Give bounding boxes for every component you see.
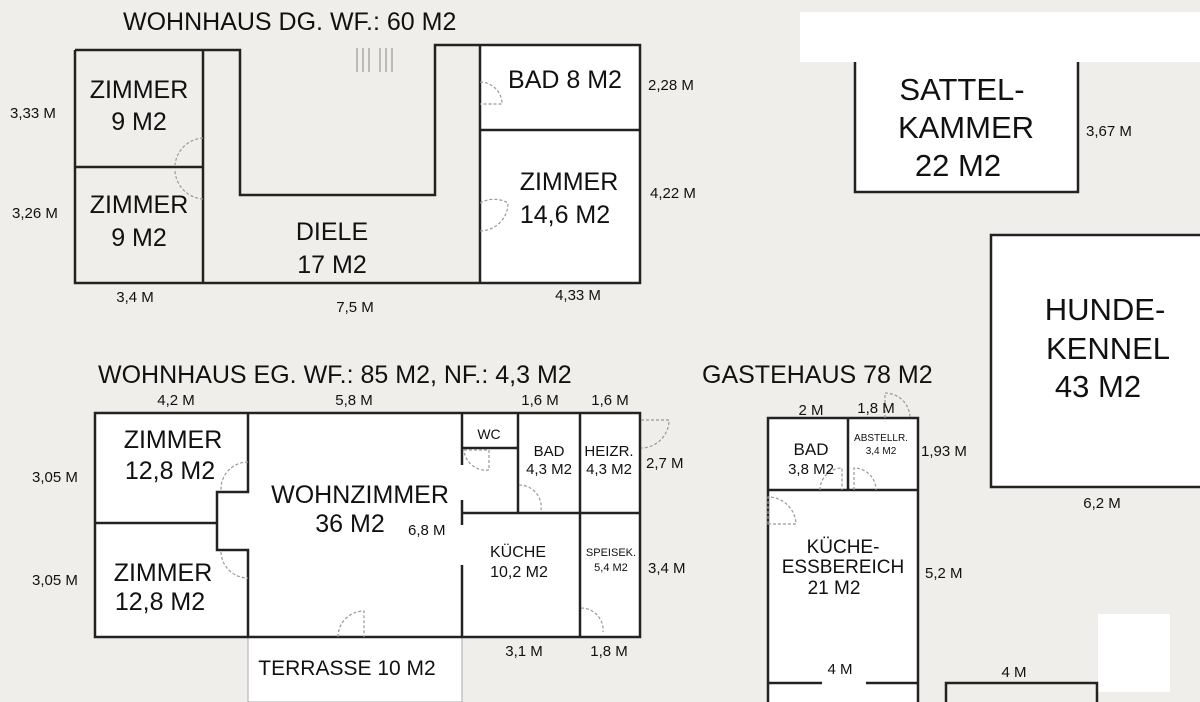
- door-icon[interactable]: [853, 467, 877, 491]
- room-label: HUNDE-: [1045, 292, 1166, 327]
- room-label: ZIMMER: [90, 191, 189, 219]
- room-label: BAD: [534, 443, 565, 460]
- dimension-label: 6,8 M: [408, 522, 446, 539]
- door-icon[interactable]: [884, 392, 911, 419]
- hundekennel: HUNDE- KENNEL 43 M2 6,2 M: [989, 233, 1200, 512]
- room-area: 4,3 M2: [526, 461, 572, 478]
- room-label: ESSBEREICH: [782, 557, 904, 578]
- room-label: BAD 8 M2: [508, 66, 622, 94]
- sattelkammer: SATTEL- KAMMER 22 M2 3,67 M: [853, 62, 1132, 194]
- room-area: 14,6 M2: [520, 201, 610, 229]
- door-icon[interactable]: [174, 170, 204, 200]
- room-area: 17 M2: [297, 251, 366, 279]
- dimension-label: 7,5 M: [336, 299, 374, 316]
- room-label: BAD: [794, 440, 829, 459]
- room-label: DIELE: [296, 218, 368, 246]
- door-icon[interactable]: [220, 551, 249, 579]
- dimension-label: 6,2 M: [1083, 495, 1121, 512]
- room-area: 3,4 M2: [866, 446, 897, 457]
- door-icon[interactable]: [337, 610, 365, 638]
- room-label: KAMMER: [898, 110, 1034, 145]
- room-area: 43 M2: [1055, 369, 1141, 404]
- room-label: KÜCHE: [490, 543, 546, 561]
- dimension-label: 3,4 M: [648, 560, 686, 577]
- room-label: WC: [477, 426, 500, 442]
- dimension-label: 3,33 M: [10, 105, 56, 122]
- dimension-label: 4,33 M: [555, 287, 601, 304]
- room-area: 3,8 M2: [788, 461, 834, 478]
- dimension-label: 4,22 M: [650, 185, 696, 202]
- room-label: ZIMMER: [114, 559, 213, 587]
- room-label: ZIMMER: [90, 76, 189, 104]
- dimension-label: 1,6 M: [591, 392, 629, 409]
- room-label: TERRASSE 10 M2: [258, 657, 435, 680]
- room-area: 4,3 M2: [586, 461, 632, 478]
- room-area: 12,8 M2: [115, 588, 205, 616]
- door-icon[interactable]: [463, 449, 490, 471]
- dimension-label: 2,7 M: [646, 455, 684, 472]
- room-area: 5,4 M2: [594, 562, 628, 574]
- dimension-label: 4 M: [1001, 664, 1026, 681]
- dimension-label: 1,8 M: [857, 400, 895, 417]
- dimension-label: 5,8 M: [335, 392, 373, 409]
- room-area: 10,2 M2: [490, 564, 548, 581]
- door-icon[interactable]: [640, 419, 670, 449]
- dimension-label: 1,8 M: [590, 643, 628, 660]
- room-area: 9 M2: [111, 224, 167, 252]
- door-icon[interactable]: [479, 198, 509, 232]
- blank-patch: [800, 12, 1200, 62]
- room-area: 36 M2: [315, 510, 384, 538]
- dg-title: WOHNHAUS DG. WF.: 60 M2: [123, 8, 456, 36]
- dimension-label: 1,93 M: [921, 443, 967, 460]
- dimension-label: 4,2 M: [157, 392, 195, 409]
- gaestehaus-title: GASTEHAUS 78 M2: [702, 361, 933, 389]
- stairs-icon: [356, 48, 393, 72]
- door-icon[interactable]: [220, 461, 249, 491]
- dimension-label: 5,2 M: [925, 565, 963, 582]
- room-label: SATTEL-: [899, 72, 1024, 107]
- room-label: SPEISEK.: [586, 547, 636, 559]
- room-label: HEIZR.: [584, 443, 633, 460]
- eg-plan: WOHNHAUS EG. WF.: 85 M2, NF.: 4,3 M2 ZIM…: [32, 361, 686, 702]
- gaestehaus-plan: GASTEHAUS 78 M2 BAD 3,8 M2 ABSTELLR. 3,4…: [702, 361, 1099, 702]
- room-area: 9 M2: [111, 108, 167, 136]
- dimension-label: 3,05 M: [32, 469, 78, 486]
- dimension-label: 3,4 M: [116, 289, 154, 306]
- room-label: KENNEL: [1046, 331, 1170, 366]
- dimension-label: 1,6 M: [521, 392, 559, 409]
- dimension-label: 3,67 M: [1086, 123, 1132, 140]
- dimension-label: 4 M: [827, 661, 852, 678]
- room-label: ZIMMER: [124, 426, 223, 454]
- dimension-label: 2 M: [798, 402, 823, 419]
- room-label: ABSTELLR.: [854, 433, 908, 444]
- dg-plan: WOHNHAUS DG. WF.: 60 M2 ZIMMER 9 M2 ZIMM…: [10, 8, 696, 316]
- door-icon[interactable]: [580, 607, 604, 633]
- door-icon[interactable]: [174, 137, 204, 166]
- dimension-label: 3,26 M: [12, 205, 58, 222]
- blank-patch: [1098, 614, 1170, 692]
- room-area: 22 M2: [915, 148, 1001, 183]
- room-area: 12,8 M2: [125, 457, 215, 485]
- room-label: WOHNZIMMER: [271, 481, 449, 509]
- room-area: 21 M2: [808, 578, 861, 599]
- eg-title: WOHNHAUS EG. WF.: 85 M2, NF.: 4,3 M2: [98, 361, 572, 389]
- dimension-label: 3,1 M: [505, 643, 543, 660]
- dimension-label: 3,05 M: [32, 572, 78, 589]
- room-label: ZIMMER: [520, 168, 619, 196]
- dimension-label: 2,28 M: [648, 77, 694, 94]
- room-label: KÜCHE-: [807, 537, 880, 558]
